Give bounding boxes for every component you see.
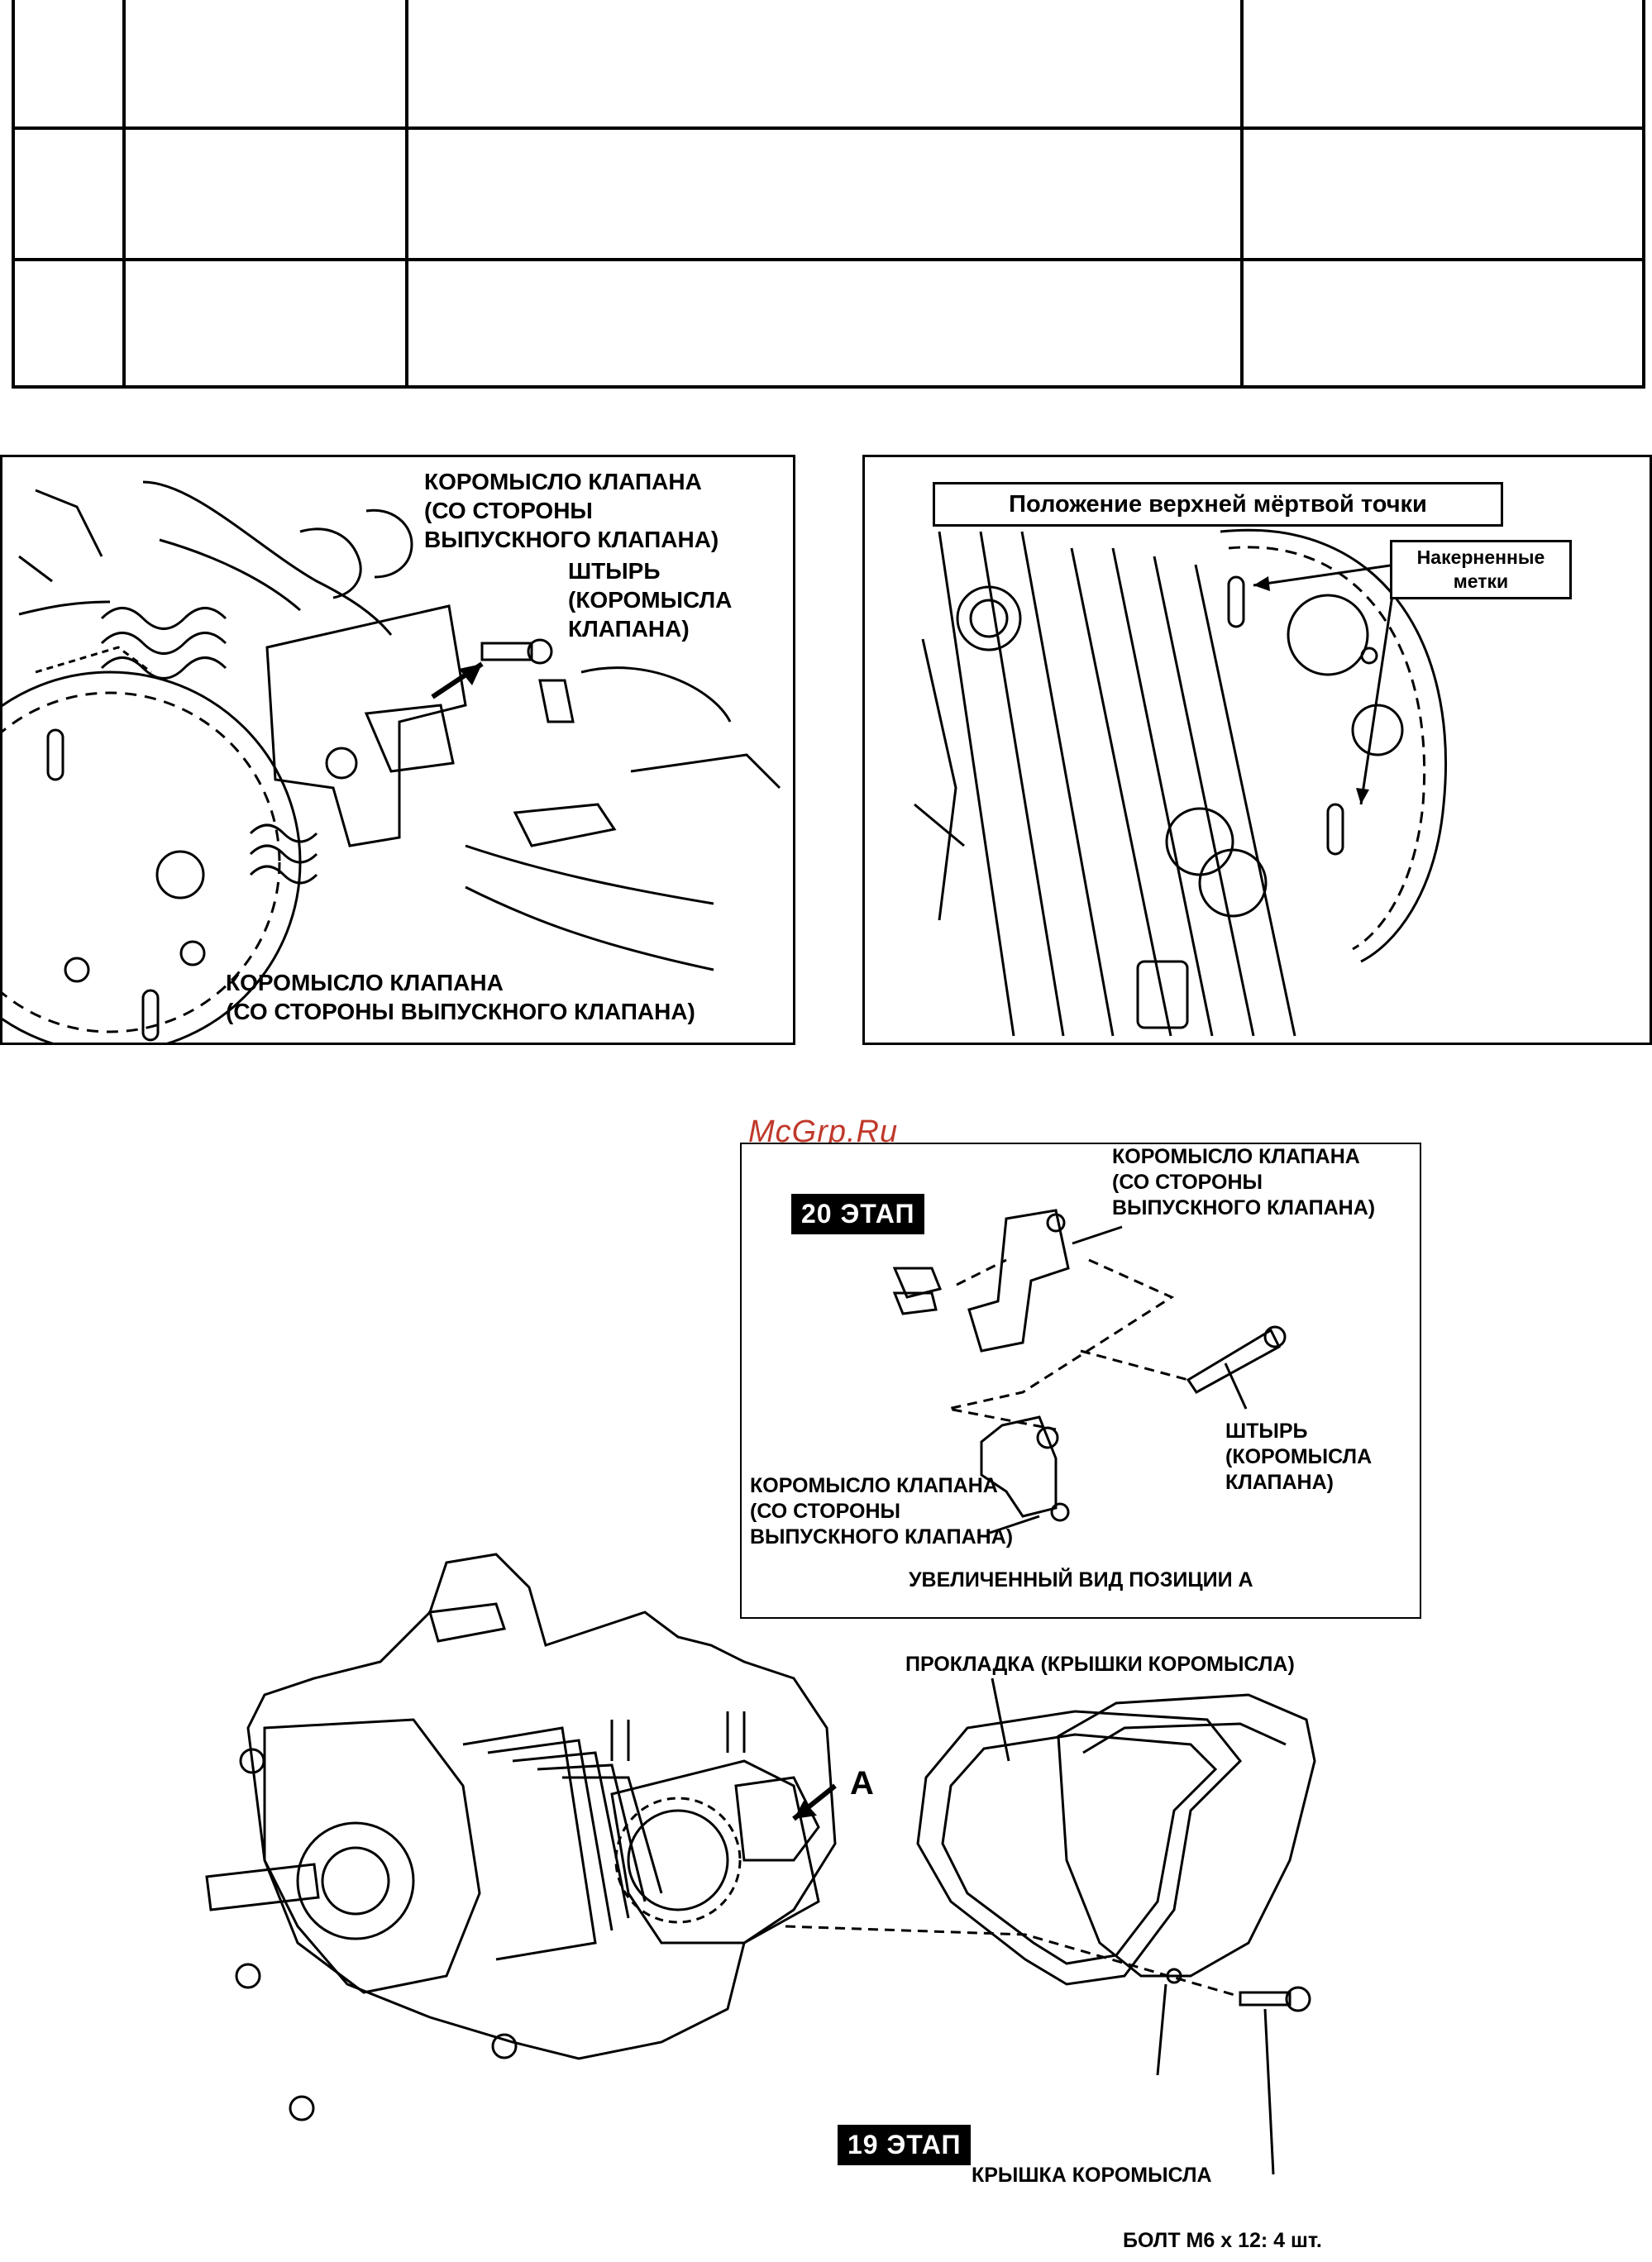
table-col-divider [1240,0,1244,385]
label-enlarged-view: УВЕЛИЧЕННЫЙ ВИД ПОЗИЦИИ А [909,1568,1253,1592]
table-row-divider [15,258,1642,261]
label-tdc-position: Положение верхней мёртвой точки [933,482,1503,527]
label-gasket: ПРОКЛАДКА (КРЫШКИ КОРОМЫСЛА) [905,1653,1295,1676]
stage-20-badge: 20 ЭТАП [791,1194,925,1234]
label-rocker-lower-enlarged: КОРОМЫСЛО КЛАПАНА (СО СТОРОНЫ ВЫПУСКНОГО… [750,1474,1014,1549]
label-rocker-upper-enlarged: КОРОМЫСЛО КЛАПАНА (СО СТОРОНЫ ВЫПУСКНОГО… [1112,1145,1376,1219]
label-position-a: A [850,1765,874,1801]
empty-table [12,0,1645,389]
table-col-divider [122,0,126,385]
label-pin-enlarged: ШТЫРЬ (КОРОМЫСЛА КЛАПАНА) [1225,1420,1373,1494]
label-rocker-lower: КОРОМЫСЛО КЛАПАНА (СО СТОРОНЫ ВЫПУСКНОГО… [226,970,695,1024]
label-pin: ШТЫРЬ (КОРОМЫСЛА КЛАПАНА) [568,558,733,642]
tdc-drawing [865,457,1652,1045]
figure-tdc-position: Положение верхней мёртвой точки Накернен… [862,455,1652,1045]
label-punch-marks: Накерненные метки [1390,540,1572,599]
label-rocker-upper: КОРОМЫСЛО КЛАПАНА (СО СТОРОНЫ ВЫПУСКНОГО… [424,469,719,552]
label-bolt: БОЛТ М6 x 12: 4 шт. [1123,2229,1322,2252]
table-row-divider [15,126,1642,130]
label-rocker-cover: КРЫШКА КОРОМЫСЛА [972,2164,1212,2187]
enlarged-view-drawing [742,1144,1421,1619]
stage-19-badge: 19 ЭТАП [838,2125,972,2165]
table-col-divider [405,0,408,385]
rocker-removal-drawing [2,457,795,1045]
figure-rocker-removal: КОРОМЫСЛО КЛАПАНА (СО СТОРОНЫ ВЫПУСКНОГО… [0,455,795,1045]
enlarged-view-frame: 20 ЭТАП КОРОМЫСЛО КЛАПАНА (СО СТОРОНЫ ВЫ… [740,1143,1421,1619]
engine-assembly-drawing [0,1513,1652,2257]
